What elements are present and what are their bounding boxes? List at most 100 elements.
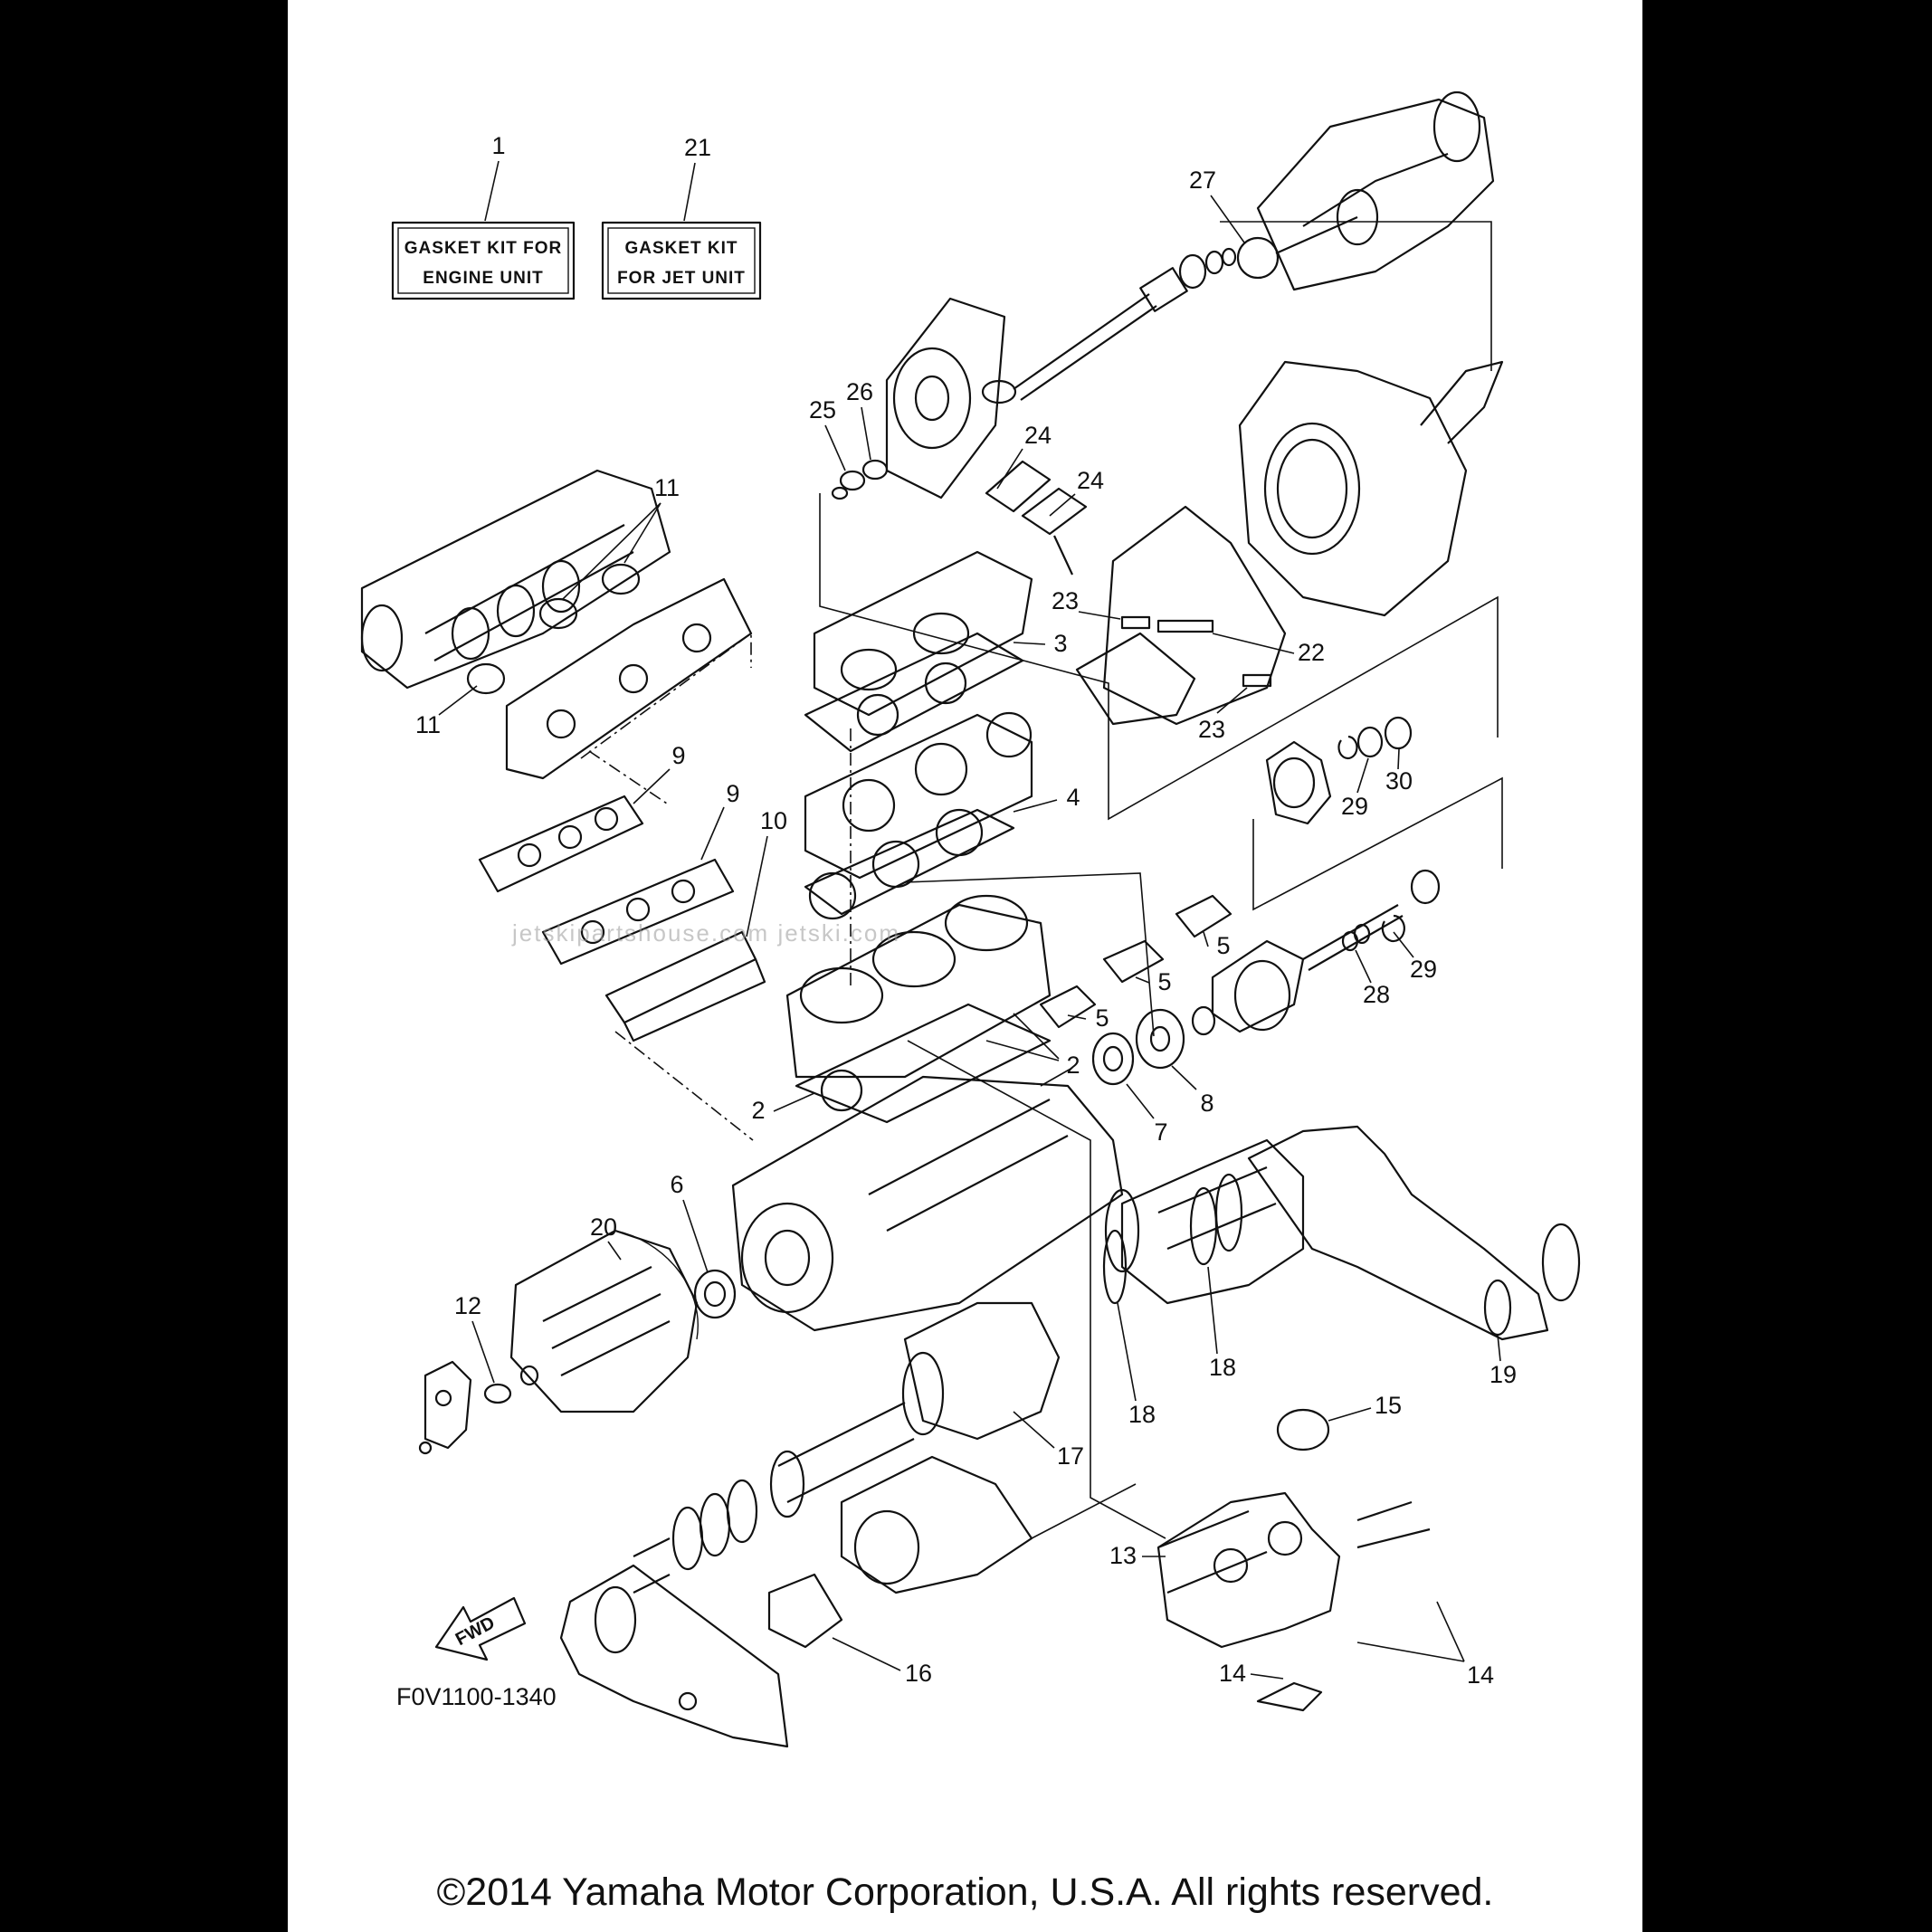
rubber-hose-17-part [633, 1479, 758, 1594]
kit-jet-unit[interactable]: GASKET KIT FOR JET UNIT [601, 221, 762, 300]
muffler-part [559, 1564, 789, 1748]
callout-27[interactable]: 27 [1189, 167, 1216, 194]
callout-18a[interactable]: 18 [1209, 1354, 1236, 1381]
leader-2b [773, 1092, 815, 1112]
leader-23a [1078, 611, 1121, 620]
exhaust-pipe-main-part [1247, 1125, 1581, 1341]
callout-18b[interactable]: 18 [1128, 1401, 1156, 1428]
callout-30[interactable]: 30 [1385, 767, 1413, 795]
callout-22[interactable]: 22 [1298, 639, 1325, 666]
callout-24a[interactable]: 24 [1024, 422, 1052, 449]
leader-29b [1393, 931, 1414, 958]
leader-9b [700, 806, 725, 861]
leader-25 [824, 424, 846, 471]
callout-19[interactable]: 19 [1489, 1361, 1517, 1388]
callout-14b[interactable]: 14 [1467, 1661, 1494, 1689]
leader-6 [682, 1199, 709, 1273]
callout-9b[interactable]: 9 [726, 780, 739, 807]
callout-26[interactable]: 26 [846, 378, 873, 405]
seal-25-26-part [831, 459, 889, 500]
callout-11c[interactable]: 11 [415, 711, 441, 738]
exhaust-manifold-13-15-part [1156, 1408, 1431, 1712]
callout-14a[interactable]: 14 [1219, 1660, 1246, 1687]
oil-pump-part [418, 1360, 539, 1455]
leader-10 [746, 835, 768, 937]
head-gasket-3-part [804, 632, 1024, 753]
callout-23b[interactable]: 23 [1198, 716, 1225, 743]
leader-19 [1497, 1334, 1501, 1362]
leader-4 [1013, 799, 1058, 813]
callout-9a[interactable]: 9 [671, 742, 685, 769]
reference-code: F0V1100-1340 [396, 1683, 557, 1710]
callout-5c[interactable]: 5 [1095, 1004, 1109, 1032]
exhaust-flange-gaskets-18-19-part [1102, 1173, 1512, 1337]
leader-24a [996, 448, 1023, 490]
exhaust-chamber-part [1104, 1138, 1305, 1305]
leader-30 [1397, 748, 1400, 770]
callout-7[interactable]: 7 [1154, 1118, 1167, 1146]
callout-4[interactable]: 4 [1066, 784, 1080, 811]
dash-line-carb [580, 632, 752, 759]
callout-24b[interactable]: 24 [1077, 467, 1104, 494]
leader-21 [683, 162, 696, 222]
leader-28 [1355, 949, 1372, 984]
flywheel-coupling-7-8-part [1091, 1005, 1216, 1086]
kit-engine-line1: GASKET KIT FOR [404, 239, 562, 258]
leader-27 [1210, 195, 1245, 243]
callout-2a[interactable]: 2 [1066, 1052, 1080, 1079]
leader-11c [438, 685, 478, 716]
leader-18a [1207, 1266, 1218, 1355]
gaskets-24-part [985, 460, 1088, 576]
callout-5a[interactable]: 5 [1216, 932, 1230, 959]
air-intake-silencer-part [360, 469, 671, 690]
leader-2a2 [985, 1040, 1060, 1061]
kit-jet-line1: GASKET KIT [624, 239, 738, 258]
leader-20 [607, 1241, 622, 1261]
callout-10[interactable]: 10 [760, 807, 787, 834]
callout-20[interactable]: 20 [590, 1213, 617, 1241]
callout-17[interactable]: 17 [1057, 1442, 1084, 1470]
leader-2a [1013, 1013, 1060, 1060]
exhaust-covers-5-part [1039, 894, 1232, 1029]
leader-15 [1328, 1407, 1372, 1422]
leader-7 [1126, 1083, 1155, 1119]
crankcase-part [731, 1075, 1124, 1332]
group-line-jet-low [1252, 776, 1503, 911]
kit-jet-line2: FOR JET UNIT [617, 269, 746, 288]
head-gasket-4-part [804, 808, 1015, 920]
callout-25[interactable]: 25 [809, 396, 836, 424]
group-line-jet-mid [819, 493, 1499, 821]
callout-12[interactable]: 12 [454, 1292, 481, 1319]
callout-16[interactable]: 16 [905, 1660, 932, 1687]
callout-1[interactable]: 1 [491, 132, 505, 159]
driveshaft-part [981, 247, 1237, 404]
kit-engine-line2: ENGINE UNIT [423, 269, 543, 288]
callout-11a[interactable]: 11 [654, 474, 680, 501]
carburetor-assembly-part [505, 577, 753, 780]
jet-pump-nozzle-part [1236, 90, 1495, 291]
kit-engine-unit[interactable]: GASKET KIT FOR ENGINE UNIT [391, 221, 576, 300]
leader-11a [623, 502, 661, 564]
leader-22 [1212, 633, 1295, 654]
leader-14b [1436, 1601, 1465, 1662]
callout-3[interactable]: 3 [1053, 630, 1067, 657]
water-lock-pipe-part [769, 1301, 1061, 1518]
manifold-gasket-9b-part [541, 858, 735, 966]
callout-15[interactable]: 15 [1375, 1392, 1402, 1419]
callout-29a[interactable]: 29 [1341, 793, 1368, 820]
callout-5b[interactable]: 5 [1157, 968, 1171, 995]
callout-29b[interactable]: 29 [1410, 956, 1437, 983]
bearing-housing-part [1265, 716, 1413, 825]
callout-28[interactable]: 28 [1363, 981, 1390, 1008]
callout-13[interactable]: 13 [1109, 1542, 1137, 1569]
leader-12 [471, 1320, 495, 1384]
callout-21[interactable]: 21 [684, 134, 711, 161]
callout-6[interactable]: 6 [670, 1171, 683, 1198]
callout-2b[interactable]: 2 [751, 1097, 765, 1124]
group-line-exhaust-low [1031, 1483, 1137, 1539]
callout-23a[interactable]: 23 [1052, 587, 1079, 614]
callout-8[interactable]: 8 [1200, 1090, 1213, 1117]
cylinder-head-part [804, 711, 1033, 880]
manifold-gasket-9a-part [478, 795, 644, 893]
